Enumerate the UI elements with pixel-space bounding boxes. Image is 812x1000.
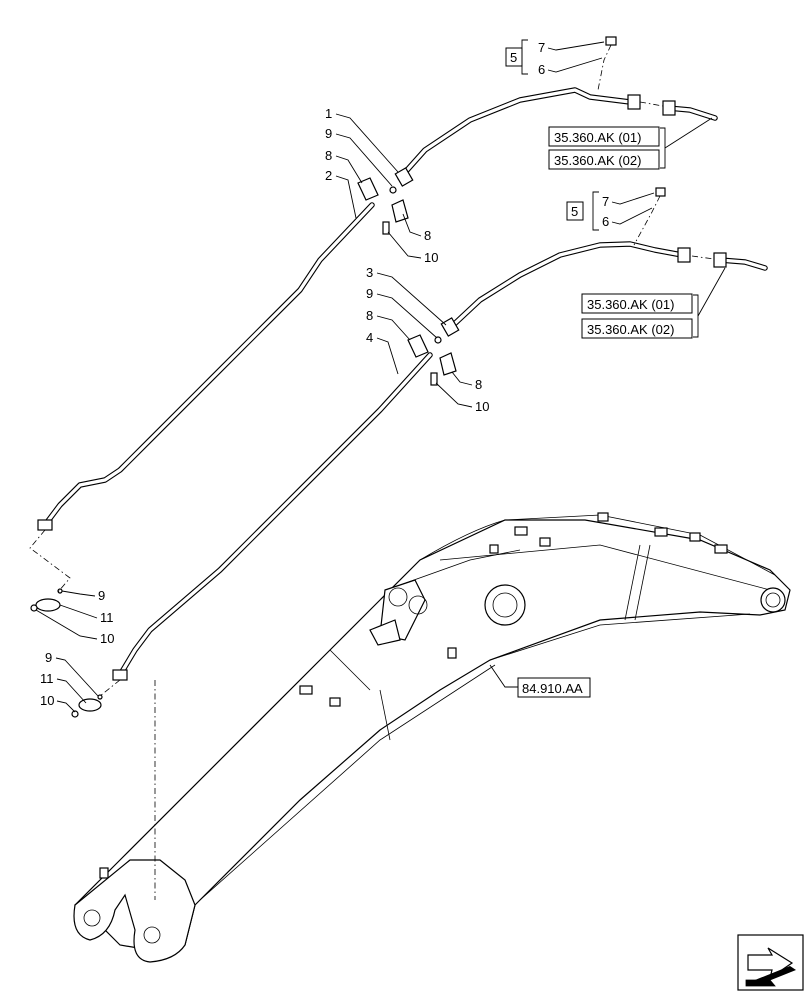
ref-box-upper-2 [548, 149, 660, 170]
callout-2: 2 [325, 168, 332, 183]
hose-upper [639, 100, 718, 121]
callout-7-lower: 7 [602, 194, 609, 209]
callout-8-mid-right: 8 [475, 377, 482, 392]
ref-lower-2[interactable]: 35.360.AK (02) [587, 322, 674, 337]
callout-10-left-lower: 10 [40, 693, 54, 708]
callout-9-upper: 9 [325, 126, 332, 141]
ref-lower-1[interactable]: 35.360.AK (01) [587, 297, 674, 312]
callout-10-upper: 10 [424, 250, 438, 265]
callout-8-upper-right: 8 [424, 228, 431, 243]
callout-11-left-lower: 11 [40, 671, 54, 686]
flange-lower [71, 694, 103, 718]
callout-10-mid: 10 [475, 399, 489, 414]
fitting-7-upper [605, 36, 617, 46]
callout-6-lower: 6 [602, 214, 609, 229]
callout-1: 1 [325, 106, 332, 121]
callout-9-mid: 9 [366, 286, 373, 301]
callout-4: 4 [366, 330, 373, 345]
ref-box-upper-1 [548, 126, 660, 147]
pipe-4 [112, 352, 433, 681]
pipe-3 [440, 241, 691, 337]
callout-3: 3 [366, 265, 373, 280]
callout-6-upper: 6 [538, 62, 545, 77]
callout-11-left-upper: 11 [100, 610, 114, 625]
ref-upper-1[interactable]: 35.360.AK (01) [554, 130, 641, 145]
arrow-icon[interactable] [737, 934, 804, 991]
callout-8-mid-left: 8 [366, 308, 373, 323]
clamp-lower [407, 334, 457, 386]
hose-lower [691, 252, 768, 271]
callout-7-upper: 7 [538, 40, 545, 55]
clamp-upper [357, 177, 409, 235]
ref-upper-2[interactable]: 35.360.AK (02) [554, 153, 641, 168]
svg-text:5: 5 [510, 50, 517, 65]
fitting-7-lower [655, 187, 666, 197]
ref-box-lower-1 [581, 293, 693, 314]
box-5-lower [566, 201, 584, 221]
ref-box-lower-2 [581, 318, 693, 339]
ref-box-boom [517, 677, 591, 698]
pipe-1 [394, 87, 641, 187]
callout-9-left-upper: 9 [98, 588, 105, 603]
ref-boom[interactable]: 84.910.AA [522, 681, 583, 696]
pipe-2 [37, 202, 375, 531]
callout-9-left-lower: 9 [45, 650, 52, 665]
flange-upper [30, 588, 63, 612]
svg-text:5: 5 [571, 204, 578, 219]
callout-8-upper-left: 8 [325, 148, 332, 163]
boom-assembly [73, 512, 791, 963]
boom-pivot-boss [484, 584, 526, 626]
boom-foot [73, 859, 196, 963]
callout-10-left-upper: 10 [100, 631, 114, 646]
boom-tip-boss [760, 587, 786, 613]
